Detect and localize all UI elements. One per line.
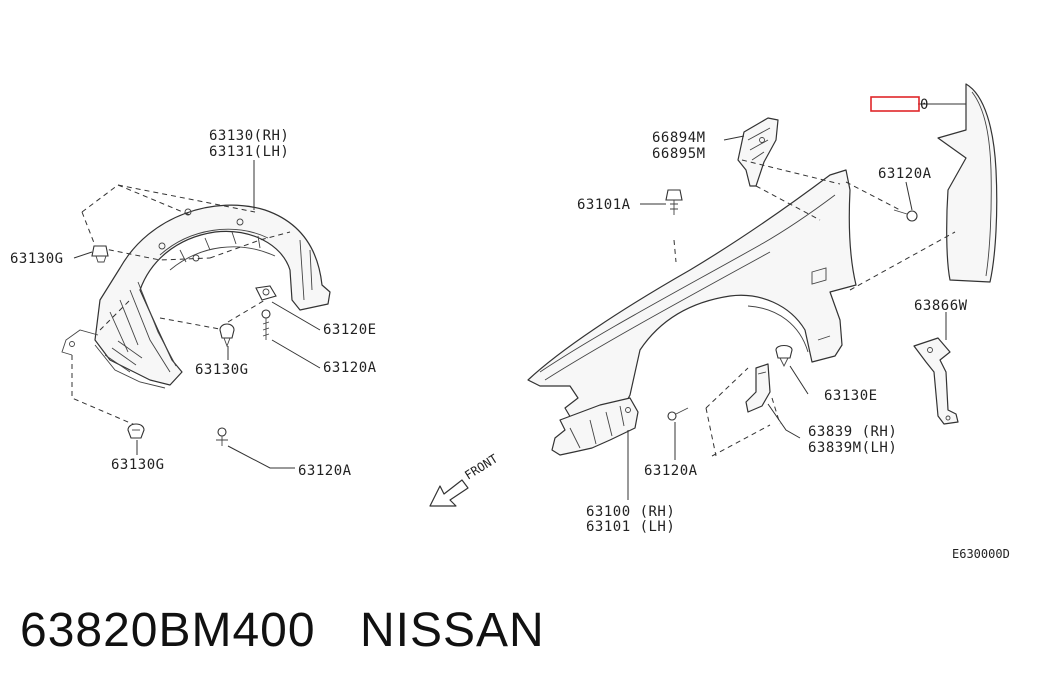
- label-63120a-b: 63120A: [298, 463, 352, 479]
- label-63820-suffix: 0: [920, 97, 929, 113]
- bolt-63101a: [665, 189, 683, 215]
- label-63839-rh: 63839 (RH): [808, 424, 897, 440]
- label-63120e: 63120E: [323, 322, 377, 338]
- front-arrow: [429, 479, 469, 507]
- nut-63120e: [255, 285, 277, 301]
- diagram-code: E630000D: [952, 547, 1010, 561]
- clip-63130g-a: [91, 245, 109, 263]
- clip-63130e: [775, 344, 793, 368]
- seal-63839: [745, 363, 771, 413]
- leaders-right: [627, 103, 966, 500]
- label-63131-lh: 63131(LH): [209, 144, 289, 160]
- label-63101a: 63101A: [577, 197, 631, 213]
- bracket-66894m: [737, 117, 779, 187]
- mud-guard-63820: [937, 83, 998, 283]
- label-66895m: 66895M: [652, 146, 706, 162]
- assembly-lines-left: [71, 184, 291, 426]
- highlight-63820: [870, 96, 920, 112]
- front-label: FRONT: [462, 452, 500, 483]
- label-66894m: 66894M: [652, 130, 706, 146]
- label-63866w: 63866W: [914, 298, 968, 314]
- brand-caption: NISSAN: [360, 604, 545, 657]
- screw-63120a-d: [667, 407, 689, 421]
- label-63120a-a: 63120A: [323, 360, 377, 376]
- label-63130g-b: 63130G: [195, 362, 249, 378]
- clip-63130g-c: [127, 423, 145, 439]
- label-63839m-lh: 63839M(LH): [808, 440, 897, 456]
- label-63130-rh: 63130(RH): [209, 128, 289, 144]
- label-63120a-c: 63120A: [878, 166, 932, 182]
- label-63101-lh: 63101 (LH): [586, 519, 675, 535]
- fender-protector: [61, 204, 331, 389]
- label-63130e: 63130E: [824, 388, 878, 404]
- stay-63866w: [913, 337, 959, 425]
- part-number-caption: 63820BM400: [20, 604, 316, 657]
- screw-63120a-c: [893, 209, 918, 222]
- screw-63120a-a: [261, 309, 271, 340]
- part-labels: 63130(RH) 63131(LH) 63130G 63120E 63130G…: [10, 96, 1010, 561]
- label-63120a-d: 63120A: [644, 463, 698, 479]
- label-63130g-a: 63130G: [10, 251, 64, 267]
- screw-63120a-b: [216, 427, 228, 446]
- label-63100-rh: 63100 (RH): [586, 504, 675, 520]
- leaders-left: [73, 160, 321, 469]
- clip-63130g-b: [219, 323, 235, 348]
- label-63130g-c: 63130G: [111, 457, 165, 473]
- front-fender: [527, 169, 857, 456]
